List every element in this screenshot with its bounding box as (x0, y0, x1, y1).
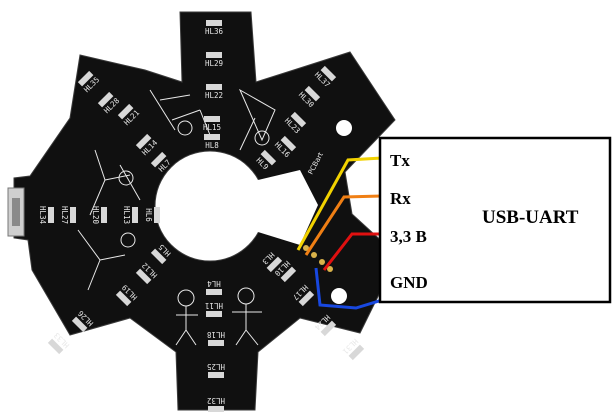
usb-connector-slot (12, 198, 20, 226)
led-label: HL29 (205, 59, 223, 68)
led-array: HL36HL29HL22HL15HL8HL37HL30HL23HL16HL9HL… (38, 20, 365, 412)
led-label: HL11 (205, 301, 223, 310)
led-pad (47, 338, 64, 355)
led-hl22: HL22 (205, 84, 223, 100)
led-label: HL13 (122, 206, 131, 224)
pcb-outline (13, 11, 399, 411)
led-hl18: HL18 (206, 330, 225, 346)
mounting-hole (331, 288, 347, 304)
led-hl34: HL34 (38, 206, 54, 225)
led-pad (97, 91, 114, 108)
center-notch (258, 170, 318, 245)
pcb-board: PCBart HL36HL29HL22HL15HL8HL37HL30HL23HL… (7, 11, 399, 412)
led-hl31: HL31 (341, 337, 365, 361)
led-label: HL36 (205, 27, 224, 36)
wire-3v3 (322, 232, 382, 271)
led-pad (150, 248, 167, 265)
led-hl4: HL4 (206, 279, 222, 295)
led-hl8: HL8 (204, 134, 220, 150)
led-hl29: HL29 (205, 52, 223, 68)
led-hl6: HL6 (144, 207, 160, 223)
led-pad (298, 290, 315, 307)
led-hl11: HL11 (205, 301, 223, 317)
wire-rx (304, 194, 383, 256)
silkscreen-doodles (77, 88, 276, 346)
pin-label-rx: Rx (390, 189, 411, 208)
module-title: USB-UART (482, 207, 579, 228)
led-pad (115, 290, 132, 307)
led-pad (290, 111, 307, 128)
module-box (378, 136, 612, 304)
led-pad (204, 116, 220, 122)
pin-header (303, 245, 333, 272)
led-pad (266, 256, 283, 273)
led-pad (135, 133, 152, 150)
led-label: HL27 (60, 206, 69, 224)
led-hl33: HL33 (47, 331, 71, 355)
led-pad (304, 85, 321, 102)
led-pad (71, 316, 88, 333)
pin-label-tx: Tx (390, 151, 410, 170)
led-pad (48, 207, 54, 223)
led-pad (154, 207, 160, 223)
led-pad (150, 151, 167, 168)
led-pad (260, 149, 277, 166)
led-pad (320, 320, 337, 337)
led-pad (206, 289, 222, 295)
led-hl25: HL25 (207, 362, 225, 378)
led-pad (206, 311, 222, 317)
led-pad (280, 135, 297, 152)
led-pad (132, 207, 138, 223)
led-label: HL18 (206, 330, 225, 339)
led-label: HL20 (91, 206, 100, 225)
led-label: HL25 (207, 362, 225, 371)
led-label: HL6 (144, 208, 153, 222)
led-pad (77, 70, 94, 87)
led-hl15: HL15 (203, 116, 221, 132)
led-pad (70, 207, 76, 223)
led-pad (208, 372, 224, 378)
led-pad (206, 52, 222, 58)
led-pad (101, 207, 107, 223)
led-pad (348, 344, 365, 361)
led-hl32: HL32 (207, 396, 225, 412)
pin-label-3v3: 3,3 B (390, 227, 427, 246)
led-pad (280, 266, 297, 283)
led-pad (206, 20, 222, 26)
led-pad (135, 268, 152, 285)
led-hl27: HL27 (60, 206, 76, 224)
led-pad (206, 84, 222, 90)
led-label: HL15 (203, 123, 221, 132)
wire-tx (296, 156, 383, 251)
led-label: HL32 (207, 396, 225, 405)
led-pad (204, 134, 220, 140)
usb-uart-module: USB-UART Tx Rx 3,3 B GND (378, 136, 612, 304)
led-pad (117, 103, 134, 120)
led-hl13: HL13 (122, 206, 138, 224)
led-pad (208, 406, 224, 412)
pin-label-gnd: GND (390, 273, 428, 292)
led-hl20: HL20 (91, 206, 107, 225)
wires (296, 156, 383, 310)
wire-gnd (314, 267, 383, 310)
led-pad (320, 65, 337, 82)
led-label: HL4 (207, 279, 221, 288)
led-label: HL22 (205, 91, 223, 100)
led-pad (208, 340, 224, 346)
mounting-hole (336, 120, 352, 136)
led-label: HL8 (205, 141, 219, 150)
led-hl36: HL36 (205, 20, 224, 36)
led-label: HL34 (38, 206, 47, 225)
